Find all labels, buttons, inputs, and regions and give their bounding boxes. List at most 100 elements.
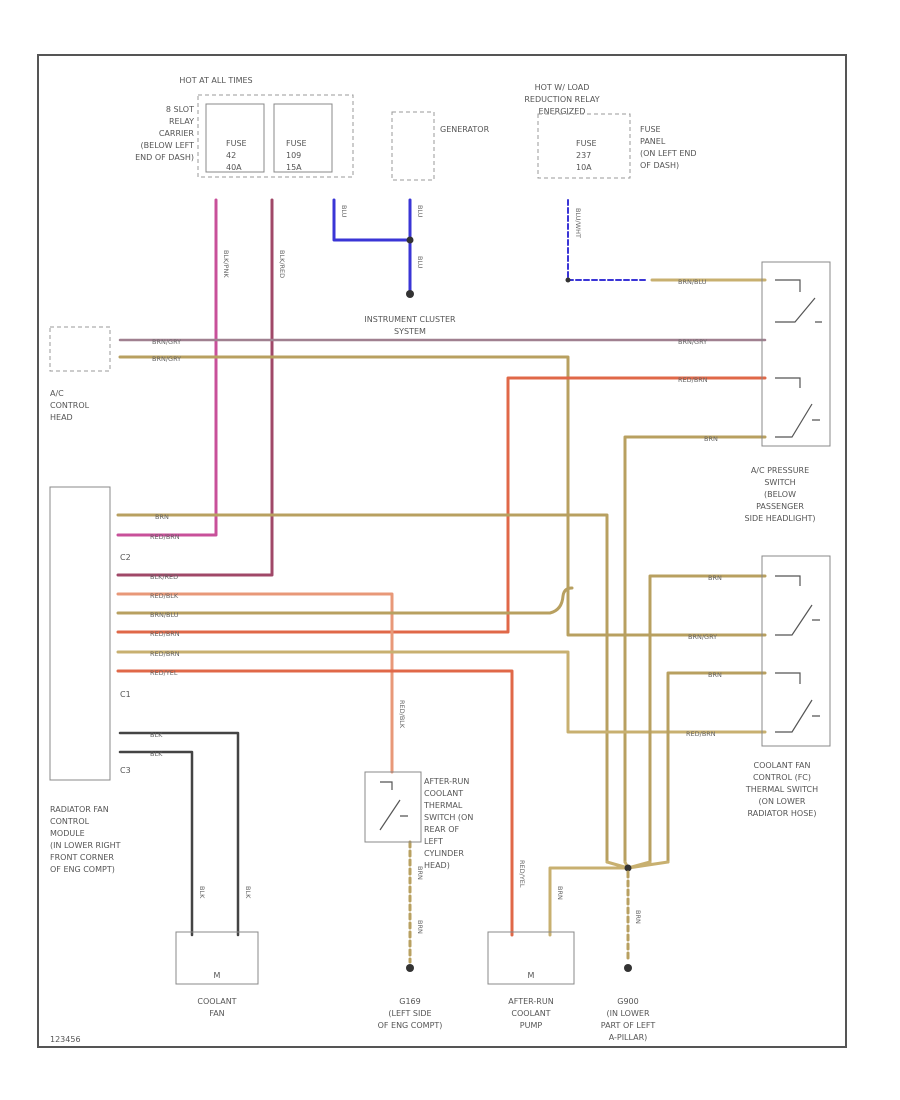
wire-fuse109-feed [116,198,274,577]
wire-red-yel-pump [116,669,514,937]
coolant-fan-switch-label: COOLANT FAN CONTROL (FC) THERMAL SWITCH … [745,761,818,818]
ac-switch-contact-1 [775,279,822,323]
svg-text:40A: 40A [226,163,242,172]
svg-text:HOT W/ LOAD: HOT W/ LOAD [535,83,590,92]
wire-fuse42-feed [116,198,218,537]
wire-brn-fc-1 [648,574,767,864]
svg-text:G169: G169 [399,997,420,1006]
diagram-id: 123456 [50,1035,81,1044]
afterrun-pump-box [487,931,575,985]
svg-text:HOT AT ALL TIMES: HOT AT ALL TIMES [179,76,252,85]
ac-control-head-label: A/C CONTROL HEAD [50,389,90,422]
svg-text:ENERGIZED: ENERGIZED [539,107,586,116]
svg-text:(IN LOWER: (IN LOWER [607,1009,650,1018]
splice-ground [624,864,632,872]
ground-g169 [406,964,414,972]
wl-v-brn-g900: BRN [634,910,642,924]
wl-red-brn-1: RED/BRN [150,630,180,638]
connector-c1: C1 [120,690,131,699]
wl-red-blk: RED/BLK [150,592,179,600]
wire-brn-ac-ground [623,435,767,864]
wl-brn-blu: BRN/BLU [150,611,179,619]
svg-text:FUSE: FUSE [640,125,661,134]
fc-switch-contact-2 [775,672,820,733]
svg-text:REDUCTION RELAY: REDUCTION RELAY [524,95,599,104]
g169-label: G169 (LEFT SIDE OF ENG COMPT) [378,997,443,1030]
svg-text:(IN LOWER RIGHT: (IN LOWER RIGHT [50,841,121,850]
svg-text:CONTROL (FC): CONTROL (FC) [753,773,811,782]
svg-text:PANEL: PANEL [640,137,666,146]
wire-brn-blu [116,586,574,615]
afterrun-switch-box [364,771,422,843]
wl-brn-gry-fc: BRN/GRY [688,633,717,641]
svg-text:COOLANT: COOLANT [197,997,236,1006]
svg-text:MODULE: MODULE [50,829,85,838]
coolant-fan-switch-box [761,555,831,747]
wl-v-red-yel: RED/YEL [518,860,526,888]
wl-brn-fc-1: BRN [708,574,722,582]
wl-brn-c2: BRN [155,513,169,521]
svg-text:LEFT: LEFT [424,837,443,846]
wl-red-brn-2: RED/BRN [150,650,180,658]
svg-text:FUSE: FUSE [226,139,247,148]
wl-v-blk-pnk: BLK/PNK [222,250,230,278]
svg-text:(BELOW LEFT: (BELOW LEFT [141,141,195,150]
load-relay-label: HOT W/ LOAD REDUCTION RELAY ENERGIZED [524,83,599,116]
ac-pressure-switch-box [761,261,831,447]
svg-text:INSTRUMENT CLUSTER: INSTRUMENT CLUSTER [364,315,456,324]
svg-text:RELAY: RELAY [169,117,194,126]
svg-text:THERMAL SWITCH: THERMAL SWITCH [745,785,818,794]
ac-control-head-box [49,326,111,372]
svg-text:SYSTEM: SYSTEM [394,327,426,336]
connector-c2: C2 [120,553,131,562]
svg-text:10A: 10A [576,163,592,172]
wire-brn-fc-2 [666,671,767,864]
generator-label: GENERATOR [440,125,490,134]
wl-v-blk-fan-2: BLK [244,886,252,899]
svg-text:PUMP: PUMP [520,1021,543,1030]
splice-gen [406,236,414,244]
wire-brn-c2 [116,513,609,864]
svg-text:THERMAL: THERMAL [423,801,463,810]
wl-brn-gry-2: BRN/GRY [152,355,181,363]
generator-box [391,111,435,181]
ground-g900 [624,964,632,972]
wl-red-blu: RED/BRN [150,533,180,541]
svg-text:SWITCH: SWITCH [764,478,795,487]
fuse-42-box [205,103,265,173]
wl-brn-ac: BRN [704,435,718,443]
wire-blk-fan-2 [118,750,194,937]
splice-fuse-panel [565,277,571,283]
wl-v-blk-red: BLK/RED [278,250,286,278]
wl-blk-1: BLK [150,731,163,739]
svg-text:FUSE: FUSE [286,139,307,148]
svg-text:FUSE: FUSE [576,139,597,148]
fuse-panel-label: FUSE PANEL (ON LEFT END OF DASH) [640,125,697,170]
fc-switch-contact-1 [775,575,820,636]
wl-v-blu-2: BLU [416,205,424,218]
svg-text:REAR OF: REAR OF [424,825,459,834]
radiator-fan-module-label: RADIATOR FAN CONTROL MODULE (IN LOWER RI… [50,805,121,874]
wl-v-brn-pump: BRN [556,886,564,900]
svg-text:A/C PRESSURE: A/C PRESSURE [751,466,809,475]
afterrun-switch-contact [379,781,408,831]
wl-red-brn-top: RED/BRN [678,376,708,384]
wl-v-blu: BLU [340,205,348,218]
afterrun-switch-label: AFTER-RUN COOLANT THERMAL SWITCH (ON REA… [423,777,473,870]
wl-brn-gry-3: BRN/GRY [678,338,707,346]
wl-v-blk-fan-1: BLK [198,886,206,899]
fuse-109-box [273,103,333,173]
instrument-cluster-label: INSTRUMENT CLUSTER SYSTEM [364,315,456,336]
wl-v-red-blk: RED/BLK [398,700,406,729]
svg-text:AFTER-RUN: AFTER-RUN [508,997,553,1006]
svg-text:PART OF LEFT: PART OF LEFT [601,1021,656,1030]
radiator-fan-module-box [49,486,111,781]
instrument-cluster-terminal [406,290,414,298]
wl-blk-red: BLK/RED [150,573,178,581]
wire-ground-splice [548,860,670,937]
coolant-fan-motor-icon: M [214,971,221,980]
g900-label: G900 (IN LOWER PART OF LEFT A-PILLAR) [601,997,656,1042]
relay-carrier-box [197,94,354,178]
svg-text:(BELOW: (BELOW [764,490,796,499]
svg-text:G900: G900 [617,997,638,1006]
